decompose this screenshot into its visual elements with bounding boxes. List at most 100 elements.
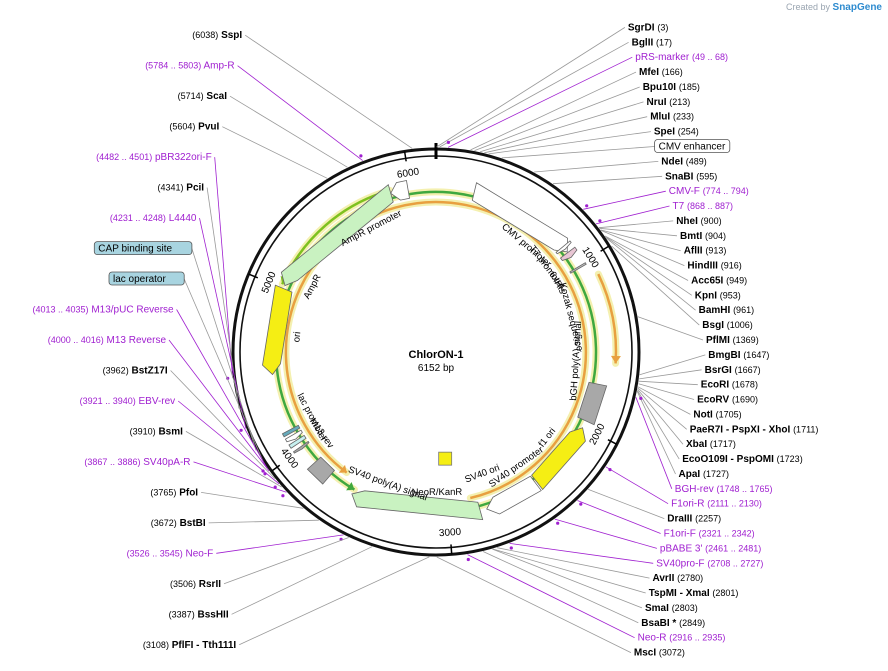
site-pos-bsshii: (3387) — [169, 609, 195, 619]
site-pflfi-tth111i: (3108) PflFI - Tth111I — [143, 640, 236, 651]
site-pos-ecori: (1678) — [732, 380, 758, 390]
site-ndei: NdeI (489) — [661, 156, 706, 167]
site-pos-bsmi: (3910) — [130, 426, 156, 436]
site-f1ori-f: F1ori-F (2321 .. 2342) — [664, 529, 755, 540]
leader-bsabi — [482, 551, 639, 624]
site-name-lac-operator: lac operator — [113, 274, 166, 285]
site-pos-smai: (2803) — [672, 603, 698, 613]
primer-mark-prs-marker — [446, 140, 450, 144]
site-pos-pbabe-3: (2461 .. 2481) — [705, 543, 761, 553]
box-cmv-enhancer — [654, 139, 731, 153]
site-scai: (5714) ScaI — [178, 91, 228, 102]
site-t7: T7 (868 .. 887) — [673, 201, 733, 212]
site-pos-bstbi: (3672) — [151, 518, 177, 528]
site-pos-sv40pro-f: (2708 .. 2727) — [707, 558, 763, 568]
site-pcii: (4341) PciI — [158, 183, 205, 194]
site-name-bmti: BmtI — [680, 231, 702, 242]
site-neo-r: Neo-R (2916 .. 2935) — [638, 633, 726, 644]
site-name-bsmi: BsmI — [158, 426, 183, 437]
site-name-pvui: PvuI — [198, 122, 219, 133]
primer-mark-t7 — [598, 219, 602, 223]
site-pos-bpu10i: (185) — [679, 82, 700, 92]
feature-sv40-polya — [306, 456, 336, 485]
primer-mark-sv40pa-r — [281, 494, 285, 498]
leader-bmti — [599, 227, 678, 237]
site-name-ecoo109i-pspomi: EcoO109I - PspOMI — [682, 454, 774, 465]
site-pos-pfoi: (3765) — [150, 487, 176, 497]
leader-ecori — [638, 380, 698, 386]
site-smai: SmaI (2803) — [645, 603, 698, 614]
site-name-pfoi: PfoI — [179, 487, 198, 498]
site-pos-m13-puc-reverse: (4013 .. 4035) — [33, 305, 89, 315]
site-prs-marker: pRS-marker (49 .. 68) — [635, 52, 728, 63]
inner-label-neor-kanr: NeoR/KanR — [412, 487, 463, 498]
leader-msci — [436, 556, 632, 653]
site-pos-snabi: (595) — [696, 171, 717, 181]
feature-sv40-ori — [438, 451, 453, 466]
leader-bmgbi — [639, 354, 706, 376]
leader-bpu10i — [474, 86, 640, 151]
site-xbai: XbaI (1717) — [686, 439, 736, 450]
site-name-pflmi: PflMI — [706, 335, 730, 346]
primer-mark-neo-r — [466, 557, 470, 562]
site-bsshii: (3387) BssHII — [169, 609, 229, 620]
site-spei: SpeI (254) — [654, 127, 699, 138]
site-pos-spei: (254) — [678, 127, 699, 137]
site-cmv-enhancer: CMV enhancer — [659, 142, 726, 153]
leader-sspi — [244, 34, 413, 149]
site-layer: SgrDI (3)BglII (17)pRS-marker (49 .. 68)… — [33, 22, 819, 658]
site-snabi: SnaBI (595) — [665, 171, 717, 182]
feature-neor-kanr — [351, 490, 484, 521]
leader-hindiii — [600, 230, 685, 266]
orf-3 — [284, 200, 588, 500]
center-label: ChlorON-1 6152 bp — [409, 349, 464, 374]
leader-f1ori-f — [577, 500, 661, 534]
feature-kozak — [569, 262, 587, 274]
site-name-cap-binding-site: CAP binding site — [98, 244, 172, 255]
site-name-bgh-rev: BGH-rev — [675, 484, 714, 495]
site-bmgbi: BmgBI (1647) — [708, 350, 769, 361]
site-aflii: AflII (913) — [684, 246, 727, 257]
feature-ori — [262, 284, 293, 376]
leader-bgh-rev — [635, 397, 673, 489]
site-noti: NotI (1705) — [693, 409, 741, 420]
site-pos-paer7i-pspxi-xhoi: (1711) — [793, 424, 818, 434]
site-pos-ebv-rev: (3921 .. 3940) — [80, 396, 136, 406]
leader-scai — [229, 95, 348, 168]
site-ecoo109i-pspomi: EcoO109I - PspOMI (1723) — [682, 454, 803, 465]
box-lac-operator — [108, 271, 185, 286]
site-pos-mlui: (233) — [673, 112, 694, 122]
site-pos-kpni: (953) — [720, 290, 741, 300]
site-cmv-f: CMV-F (774 .. 794) — [669, 186, 749, 197]
leader-neo-f — [216, 534, 344, 554]
site-name-prs-marker: pRS-marker — [635, 52, 690, 63]
site-neo-f: (3526 .. 3545) Neo-F — [127, 548, 214, 559]
site-f1ori-r: F1ori-R (2111 .. 2130) — [671, 499, 762, 510]
primer-mark-cmv-f — [585, 204, 589, 208]
site-bamhi: BamHI (961) — [699, 305, 754, 316]
primer-mark-amp-r — [359, 154, 363, 158]
orf-arrow-2 — [346, 481, 355, 491]
site-name-aflii: AflII — [684, 246, 703, 257]
site-msci: MscI (3072) — [634, 648, 685, 659]
leader-spei — [488, 131, 651, 155]
site-name-paer7i-pspxi-xhoi: PaeR7I - PspXI - XhoI — [690, 424, 791, 435]
leader-nrui — [480, 101, 644, 153]
orf-1 — [597, 273, 618, 364]
site-cap-binding-site: CAP binding site — [98, 244, 172, 255]
leader-paer7i-pspxi-xhoi — [637, 387, 687, 430]
leader-pfoi — [201, 492, 304, 509]
leader-bsgi — [611, 245, 700, 326]
leader-bsmi — [185, 431, 282, 488]
leader-ndei — [534, 161, 659, 173]
site-pos-xbai: (1717) — [710, 439, 736, 449]
leader-pbabe-3 — [554, 518, 658, 549]
leader-prs-marker — [447, 56, 633, 148]
site-name-sv40pro-f: SV40pro-F — [656, 558, 704, 569]
leader-pbr322ori-f — [214, 157, 233, 378]
site-pos-cmv-f: (774 .. 794) — [703, 186, 749, 196]
site-name-acc65i: Acc65I — [691, 276, 723, 287]
leader-amp-r — [237, 65, 363, 161]
site-pos-scai: (5714) — [178, 91, 204, 101]
feature-cap-site — [281, 424, 301, 438]
